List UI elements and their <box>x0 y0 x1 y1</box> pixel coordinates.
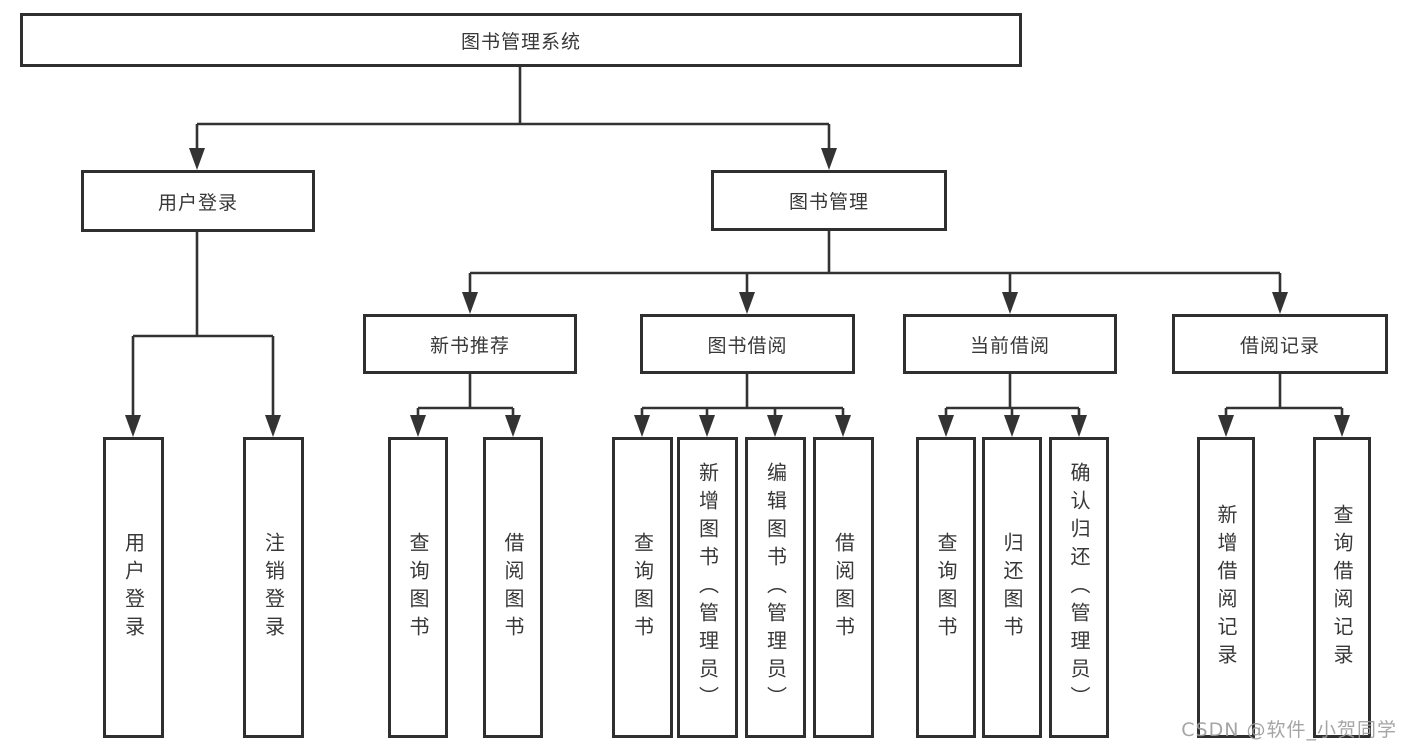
leaf-confirm-return-admin: 确认归还（管理员） <box>1049 437 1109 738</box>
arrow-down-icon <box>410 415 426 437</box>
leaf-label: 归还图书 <box>1000 531 1024 644</box>
node-label: 用户登录 <box>157 191 238 214</box>
arrow-down-icon <box>189 148 205 170</box>
leaf-logout-login: 注销登录 <box>243 437 304 738</box>
arrow-down-icon <box>835 415 851 437</box>
node-borrowing-records: 借阅记录 <box>1172 314 1388 374</box>
leaf-edit-books-admin: 编辑图书（管理员） <box>745 437 806 738</box>
leaf-label: 用户登录 <box>121 531 146 644</box>
leaf-label: 借阅图书 <box>831 531 856 644</box>
node-new-book-recommendation: 新书推荐 <box>363 314 577 374</box>
leaf-query-books-borrowing: 查询图书 <box>612 437 673 738</box>
leaf-label: 新增借阅记录 <box>1214 503 1238 672</box>
leaf-add-borrow-record: 新增借阅记录 <box>1197 437 1255 738</box>
node-library-management-system: 图书管理系统 <box>20 13 1022 67</box>
node-user-login: 用户登录 <box>81 170 315 232</box>
arrow-down-icon <box>699 415 715 437</box>
leaf-label: 确认归还（管理员） <box>1067 461 1091 714</box>
leaf-user-login: 用户登录 <box>103 437 164 738</box>
leaf-query-books-current: 查询图书 <box>916 437 976 738</box>
arrow-down-icon <box>1334 415 1350 437</box>
leaf-label: 新增图书（管理员） <box>695 461 720 714</box>
node-label: 图书管理系统 <box>460 30 581 53</box>
arrow-down-icon <box>739 292 755 314</box>
leaf-add-books-admin: 新增图书（管理员） <box>677 437 738 738</box>
node-label: 新书推荐 <box>429 334 510 357</box>
arrow-down-icon <box>1002 292 1018 314</box>
leaf-label: 查询图书 <box>934 531 958 644</box>
csdn-watermark: CSDN @软件_小贺同学 <box>1181 719 1397 741</box>
leaf-label: 借阅图书 <box>501 531 525 644</box>
leaf-label: 注销登录 <box>261 531 286 644</box>
arrow-down-icon <box>1218 415 1234 437</box>
node-label: 图书借阅 <box>707 334 788 357</box>
leaf-label: 查询图书 <box>630 531 655 644</box>
arrow-down-icon <box>125 415 141 437</box>
node-label: 借阅记录 <box>1239 334 1320 357</box>
leaf-query-books-recommend: 查询图书 <box>388 437 448 738</box>
arrow-down-icon <box>505 415 521 437</box>
arrow-down-icon <box>767 415 783 437</box>
node-label: 图书管理 <box>788 191 869 213</box>
arrow-down-icon <box>1272 292 1288 314</box>
leaf-label: 查询借阅记录 <box>1330 503 1354 672</box>
arrow-down-icon <box>462 292 478 314</box>
leaf-borrow-books-recommend: 借阅图书 <box>483 437 543 738</box>
arrow-down-icon <box>821 148 837 170</box>
arrow-down-icon <box>938 415 954 437</box>
node-current-borrowing: 当前借阅 <box>903 314 1117 374</box>
leaf-label: 查询图书 <box>406 531 430 644</box>
leaf-label: 编辑图书（管理员） <box>763 461 788 714</box>
node-label: 当前借阅 <box>969 334 1050 357</box>
arrow-down-icon <box>634 415 650 437</box>
leaf-query-borrow-record: 查询借阅记录 <box>1313 437 1371 738</box>
leaf-borrow-books: 借阅图书 <box>813 437 874 738</box>
node-book-borrowing: 图书借阅 <box>640 314 855 374</box>
connector-strokes <box>131 67 1344 432</box>
node-book-management: 图书管理 <box>711 170 947 231</box>
arrow-down-icon <box>1004 415 1020 437</box>
arrow-down-icon <box>265 415 281 437</box>
arrow-down-icon <box>1071 415 1087 437</box>
leaf-return-books: 归还图书 <box>982 437 1042 738</box>
